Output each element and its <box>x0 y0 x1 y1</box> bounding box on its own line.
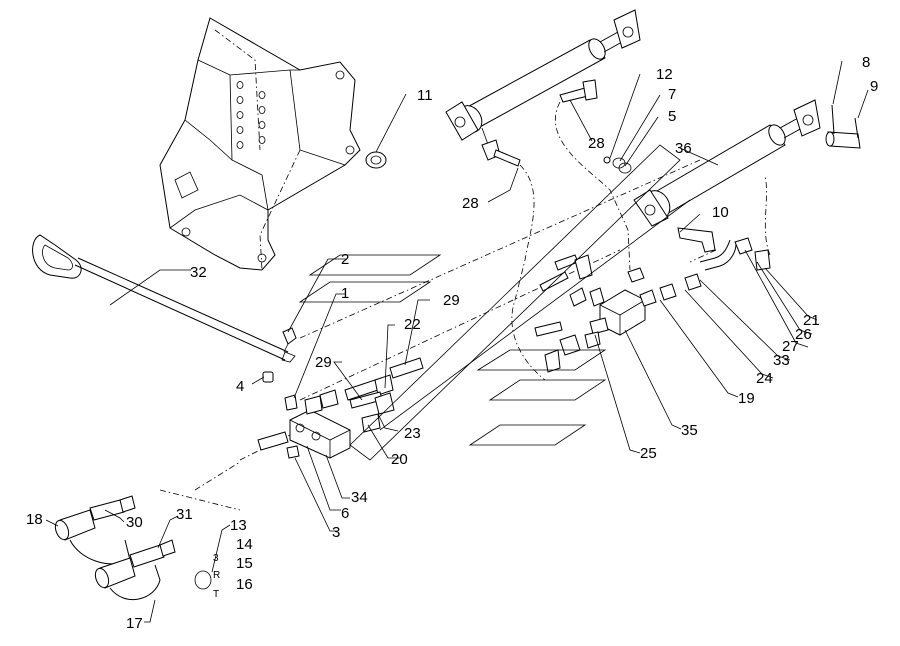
callout-1: 1 <box>341 285 349 302</box>
callout-3: 3 <box>332 524 340 541</box>
callout-12: 12 <box>656 66 673 83</box>
plug-part-4 <box>262 371 274 383</box>
callout-7: 7 <box>668 86 676 103</box>
callout-18: 18 <box>26 511 43 528</box>
callout-22: 22 <box>404 316 421 333</box>
callout-26: 26 <box>795 326 812 343</box>
callout-20: 20 <box>391 451 408 468</box>
pin-parts-8-9 <box>825 104 861 149</box>
cylinder-fittings <box>481 79 771 271</box>
lever-part-32 <box>32 234 297 363</box>
pipe-lines <box>699 239 737 271</box>
callout-6: 6 <box>341 505 349 522</box>
callout-34: 34 <box>351 489 368 506</box>
callout-33: 33 <box>773 352 790 369</box>
callout-28-lower: 28 <box>462 195 479 212</box>
elbow-part-10 <box>677 227 716 253</box>
callout-25: 25 <box>640 445 657 462</box>
hydraulic-cylinder-lower <box>633 99 821 227</box>
callout-29-lower: 29 <box>315 354 332 371</box>
leader-lines <box>45 60 869 623</box>
callout-27: 27 <box>782 338 799 355</box>
nut-part-11 <box>365 151 387 169</box>
callout-21: 21 <box>803 312 820 329</box>
small-parts-13-16: 3 R T <box>194 553 220 600</box>
callout-5: 5 <box>668 108 676 125</box>
fitting-cluster-right <box>534 254 702 373</box>
callout-4: 4 <box>236 378 244 395</box>
callout-14: 14 <box>236 536 253 553</box>
callout-2: 2 <box>341 251 349 268</box>
callout-16: 16 <box>236 576 253 593</box>
callout-11: 11 <box>417 87 433 104</box>
valve-block-part-34 <box>257 357 424 459</box>
callout-28-upper: 28 <box>588 135 605 152</box>
mark-14: 3 <box>213 553 219 564</box>
callout-10: 10 <box>712 204 729 221</box>
quick-couplers <box>54 495 176 600</box>
callout-13: 13 <box>230 517 247 534</box>
hydraulic-cylinder-upper <box>445 9 641 151</box>
callout-8: 8 <box>862 54 870 71</box>
mark-16: T <box>213 589 219 600</box>
callout-35: 35 <box>681 422 698 439</box>
callout-19: 19 <box>738 390 755 407</box>
callout-15: 15 <box>236 555 253 572</box>
guide-planes <box>298 144 691 461</box>
callout-24: 24 <box>756 370 773 387</box>
callout-30: 30 <box>126 514 143 531</box>
callout-9: 9 <box>870 78 878 95</box>
hose-lines <box>159 101 771 511</box>
callout-29-upper: 29 <box>443 292 460 309</box>
callout-17: 17 <box>126 615 143 632</box>
frame-bracket <box>159 17 361 271</box>
callout-23: 23 <box>404 425 421 442</box>
mark-15: R <box>213 570 220 581</box>
callout-36: 36 <box>675 140 692 157</box>
callout-labels: 2 1 4 11 12 7 5 8 9 36 10 28 28 32 29 22… <box>26 54 878 632</box>
callout-32: 32 <box>190 264 207 281</box>
callout-31: 31 <box>176 506 193 523</box>
